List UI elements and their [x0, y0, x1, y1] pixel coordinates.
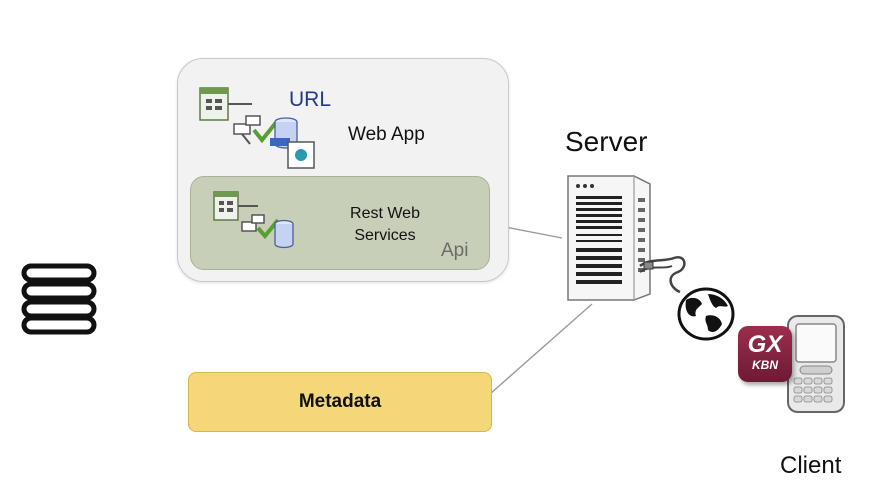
- api-workflow-icon: [213, 191, 294, 249]
- gx-kbn-badge-icon: GX KBN: [738, 326, 792, 382]
- metadata-label: Metadata: [298, 391, 382, 412]
- network-cable-icon: [639, 256, 686, 294]
- metadata-box: Metadata: [188, 372, 492, 432]
- client-label: Client: [780, 452, 842, 479]
- rest-label-line2: Services: [354, 227, 416, 244]
- web-app-title: Web App: [348, 124, 425, 145]
- connector-api-server: [499, 225, 563, 239]
- url-label: URL: [289, 88, 332, 111]
- gx-badge-line1: GX: [747, 331, 783, 358]
- workflow-icon: [199, 87, 315, 169]
- server-label: Server: [565, 126, 648, 157]
- api-container: [190, 176, 490, 270]
- rest-web-services-label: Rest Web Services: [330, 203, 440, 247]
- gx-badge-line2: KBN: [752, 358, 778, 372]
- smartphone-icon: [787, 315, 845, 413]
- server-tower-icon: [567, 175, 651, 301]
- rest-label-line1: Rest Web: [350, 205, 420, 222]
- api-tag: Api: [441, 240, 469, 261]
- database-icon: [21, 263, 97, 335]
- connector-metadata-server: [489, 303, 593, 395]
- globe-icon: [677, 287, 735, 341]
